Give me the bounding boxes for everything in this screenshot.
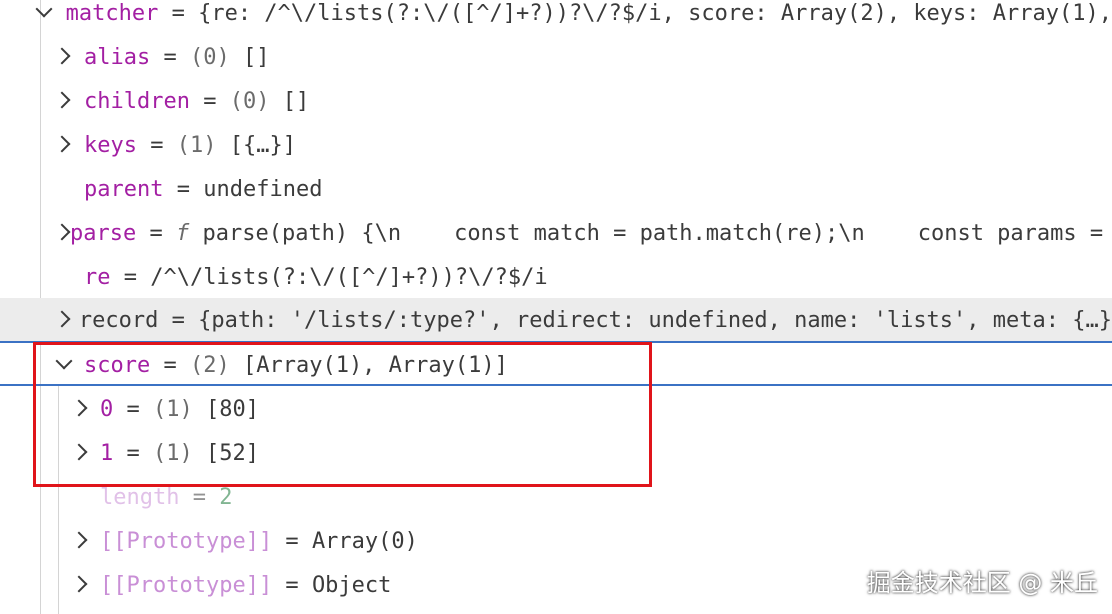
equals-sign: = xyxy=(189,88,230,114)
tree-row-object-prototype[interactable]: [[Prototype]] = Object xyxy=(0,563,1112,607)
array-count: (0) xyxy=(229,88,270,114)
equals-sign: = xyxy=(136,220,176,246)
property-value: [{…}] xyxy=(216,132,296,158)
tree-row-keys[interactable]: keys = (1) [{…}] xyxy=(0,123,1112,167)
chevron-right-icon[interactable] xyxy=(56,298,70,342)
chevron-right-icon[interactable] xyxy=(56,211,70,255)
array-count: (1) xyxy=(153,396,193,422)
array-count: (0) xyxy=(189,44,230,70)
property-value: /^\/lists(?:\/([^/]+?))?\/?$/i xyxy=(150,264,548,290)
chevron-down-icon[interactable] xyxy=(36,0,50,35)
tree-row-array-prototype[interactable]: [[Prototype]] = Array(0) xyxy=(0,519,1112,563)
property-name: parse xyxy=(70,220,137,246)
tree-row-alias[interactable]: alias = (0) [] xyxy=(0,35,1112,79)
equals-sign: = xyxy=(113,396,153,422)
property-name: 1 xyxy=(100,440,114,466)
array-count: (1) xyxy=(153,440,193,466)
property-name: length xyxy=(100,484,180,510)
tree-guide xyxy=(58,386,59,614)
number-value: 2 xyxy=(219,484,233,510)
property-name: matcher xyxy=(65,0,159,26)
equals-sign: = xyxy=(150,44,190,70)
tree-row-children[interactable]: children = (0) [] xyxy=(0,79,1112,123)
tree-row-re[interactable]: re = /^\/lists(?:\/([^/]+?))?\/?$/i xyxy=(0,255,1112,299)
tree-row-score-1[interactable]: 1 = (1) [52] xyxy=(0,431,1112,475)
watermark: 掘金技术社区 @ 米丘 xyxy=(866,569,1098,597)
equals-sign: = xyxy=(158,0,199,26)
property-value: Object xyxy=(311,572,392,598)
property-name: [[Prototype]] xyxy=(100,528,273,554)
equals-sign: = xyxy=(163,176,204,202)
property-name: re xyxy=(84,264,111,290)
property-name: record xyxy=(78,307,159,333)
equals-sign: = xyxy=(136,132,177,158)
property-value: [80] xyxy=(192,396,259,422)
array-count: (2) xyxy=(189,352,230,378)
property-name: alias xyxy=(84,44,151,70)
property-name: children xyxy=(84,88,190,114)
tree-row-length[interactable]: length = 2 xyxy=(0,475,1112,519)
equals-sign: = xyxy=(150,352,190,378)
tree-row-score[interactable]: score = (2) [Array(1), Array(1)] xyxy=(0,343,1112,387)
tree-row-parse[interactable]: parse = f parse(path) {\n const match = … xyxy=(0,211,1112,255)
property-value: {path: '/lists/:type?', redirect: undefi… xyxy=(198,307,1112,333)
property-name: 0 xyxy=(100,396,114,422)
equals-sign: = xyxy=(179,484,220,510)
property-value: parse(path) {\n const match = path.match… xyxy=(189,220,1112,246)
property-name: keys xyxy=(84,132,137,158)
tree-row-score-0[interactable]: 0 = (1) [80] xyxy=(0,387,1112,431)
function-icon: f xyxy=(175,220,190,246)
equals-sign: = xyxy=(272,572,312,598)
equals-sign: = xyxy=(113,440,153,466)
property-name: parent xyxy=(84,176,164,202)
equals-sign: = xyxy=(110,264,151,290)
property-name: score xyxy=(84,352,151,378)
chevron-right-icon[interactable] xyxy=(73,519,87,563)
equals-sign: = xyxy=(272,528,312,554)
chevron-right-icon[interactable] xyxy=(73,563,87,607)
array-count: (1) xyxy=(176,132,217,158)
property-value: [52] xyxy=(192,440,259,466)
tree-row-parent[interactable]: parent = undefined xyxy=(0,167,1112,211)
tree-row-matcher[interactable]: matcher = {re: /^\/lists(?:\/([^/]+?))?\… xyxy=(0,0,1112,35)
property-value: [] xyxy=(229,44,270,70)
property-value: [Array(1), Array(1)] xyxy=(229,352,508,378)
property-value: Array(0) xyxy=(311,528,418,554)
property-value: undefined xyxy=(203,176,323,202)
chevron-right-icon[interactable] xyxy=(56,35,70,79)
property-value: [] xyxy=(269,88,310,114)
property-name: [[Prototype]] xyxy=(100,572,273,598)
equals-sign: = xyxy=(158,307,199,333)
property-value: {re: /^\/lists(?:\/([^/]+?))?\/?$/i, sco… xyxy=(198,0,1112,26)
selection-border-bottom xyxy=(0,384,1112,386)
tree-row-record[interactable]: record = {path: '/lists/:type?', redirec… xyxy=(0,298,1112,342)
chevron-right-icon[interactable] xyxy=(56,123,70,167)
highlight-box xyxy=(33,342,652,487)
chevron-right-icon[interactable] xyxy=(56,79,70,123)
